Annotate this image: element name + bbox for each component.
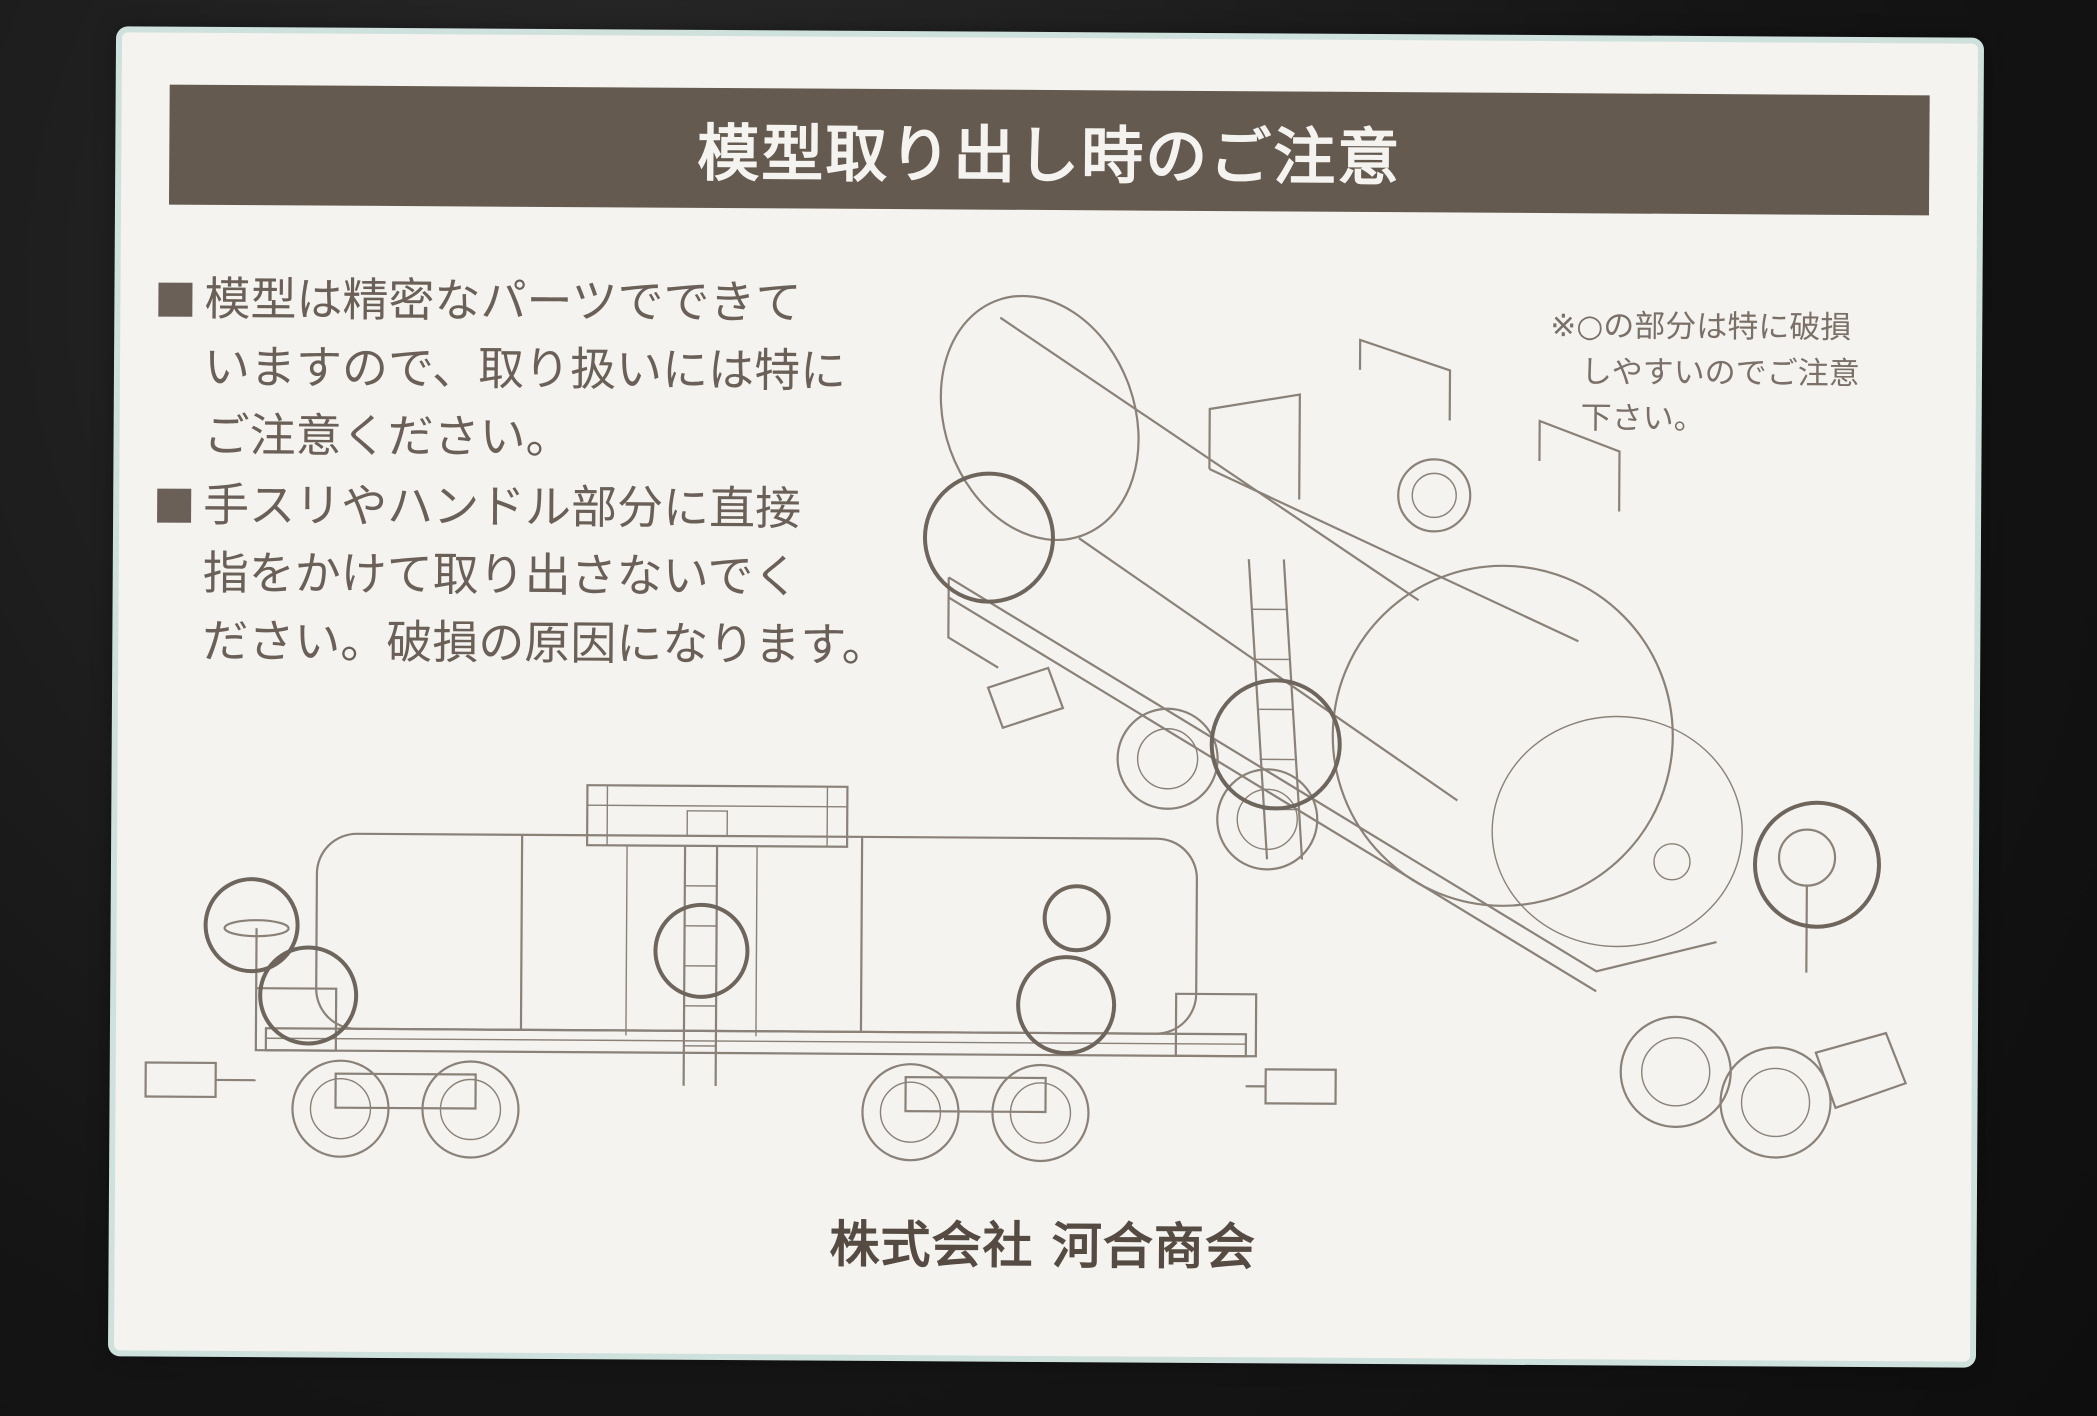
tank-car-side-view [144,784,1337,1163]
tank-car-perspective-view [922,294,1908,1159]
company-name: 株式会社 河合商会 [829,1215,1257,1277]
instruction-card: 模型取り出し時のご注意 模型は精密なパーツでできて いますので、取り扱いには特に… [113,32,1979,1362]
tank-car-illustrations [144,294,1908,1163]
